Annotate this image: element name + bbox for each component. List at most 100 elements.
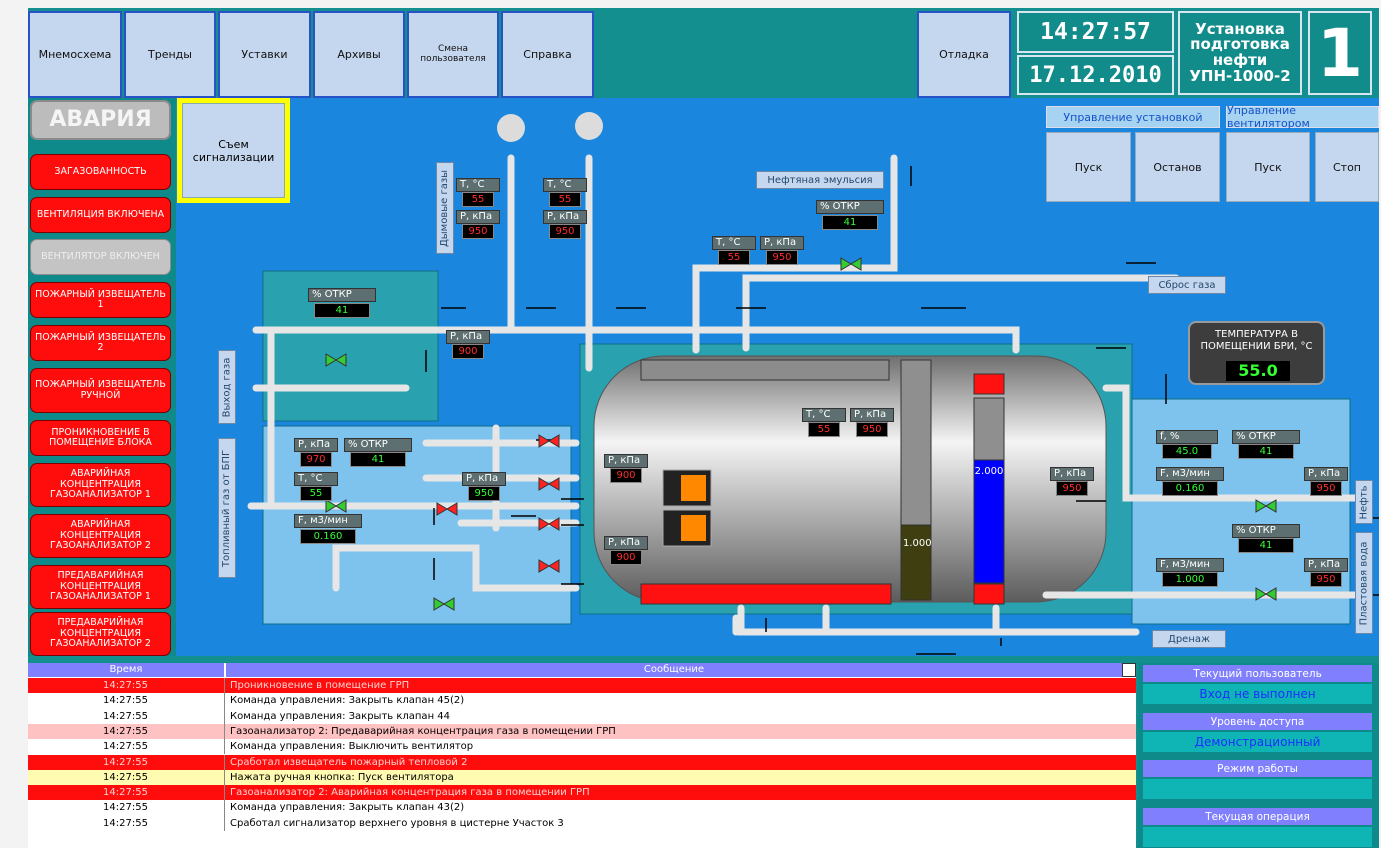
log-separator: [224, 815, 225, 831]
gas-release-label: Сброс газа: [1148, 276, 1226, 294]
station-number: 1: [1308, 11, 1372, 95]
t2-tag: Т, °С: [543, 178, 587, 192]
log-message: Сработал сигнализатор верхнего уровня в …: [230, 817, 564, 829]
p2-tag: Р, кПа: [543, 210, 587, 224]
log-time: 14:27:55: [103, 695, 148, 707]
log-time: 14:27:55: [103, 771, 148, 783]
p-mid-value: 950: [468, 486, 500, 501]
log-separator: [224, 785, 225, 801]
log-time: 14:27:55: [103, 817, 148, 829]
log-row: 14:27:55 Сработал сигнализатор верхнего у…: [28, 815, 1136, 831]
log-separator: [224, 769, 225, 786]
t1-value: 55: [462, 192, 494, 207]
log-message: Команда управления: Закрыть клапан 44: [230, 710, 451, 722]
t3-tag: Т, °С: [712, 236, 756, 250]
log-time: 14:27:55: [103, 680, 148, 691]
oil-emulsion-label: Нефтяная эмульсия: [756, 171, 884, 189]
t1-tag: Т, °С: [456, 178, 500, 192]
open-top-value: 41: [822, 215, 878, 230]
log-header-time: Время: [28, 663, 224, 677]
f-oil-value: 0.160: [1162, 481, 1218, 496]
log-message: Команда управления: Закрыть клапан 43(2): [230, 802, 465, 814]
f-fuel-value: 0.160: [300, 529, 356, 544]
open-oil-tag: % ОТКР: [1232, 430, 1300, 444]
p-gasout-value: 900: [452, 344, 484, 359]
nav-change-user-button[interactable]: Смена пользователя: [407, 11, 499, 98]
alarm-fire-detector-manual: ПОЖАРНЫЙ ИЗВЕЩАТЕЛЬ РУЧНОЙ: [30, 368, 171, 413]
gas-outlet-text: Выход газа: [221, 357, 233, 417]
plant-start-button[interactable]: Пуск: [1046, 132, 1131, 202]
alarm-sidebar: АВАРИЯ ЗАГАЗОВАННОСТЬ ВЕНТИЛЯЦИЯ ВКЛЮЧЕН…: [28, 98, 176, 656]
t3-value: 55: [718, 250, 750, 265]
water-label: Пластовая вода: [1355, 532, 1373, 634]
p-tank-value: 950: [856, 422, 888, 437]
p-burner1-tag: Р, кПа: [604, 454, 648, 468]
nav-mnemo-button[interactable]: Мнемосхема: [28, 11, 122, 98]
log-message: Газоанализатор 2: Аварийная концентрация…: [230, 787, 590, 799]
log-message: Газоанализатор 2: Предаварийная концентр…: [230, 725, 616, 737]
log-maximize-icon[interactable]: [1122, 663, 1136, 677]
alarm-fan-on: ВЕНТИЛЯТОР ВКЛЮЧЕН: [30, 239, 171, 275]
process-diagram: [247, 112, 1379, 655]
p-right-value: 950: [1056, 481, 1088, 496]
log-separator: [224, 723, 225, 740]
nav-setpoints-button[interactable]: Уставки: [218, 11, 311, 98]
operation-value: [1143, 827, 1372, 847]
alarm-pre-gas-analyzer-2: ПРЕДАВАРИЙНАЯ КОНЦЕНТРАЦИЯ ГАЗОАНАЛИЗАТО…: [30, 612, 171, 656]
log-message: Нажата ручная кнопка: Пуск вентилятора: [230, 771, 454, 783]
log-separator: [224, 739, 225, 755]
fan-stop-button[interactable]: Стоп: [1315, 132, 1379, 202]
alarm-gas-contamination: ЗАГАЗОВАННОСТЬ: [30, 154, 171, 190]
nav-debug-button[interactable]: Отладка: [917, 11, 1011, 98]
log-time: 14:27:55: [103, 710, 148, 722]
log-message: Проникновение в помещение ГРП: [230, 680, 410, 691]
log-time: 14:27:55: [103, 756, 148, 768]
operation-header: Текущая операция: [1143, 808, 1372, 825]
log-time: 14:27:55: [103, 741, 148, 753]
p-oil-value: 950: [1310, 481, 1342, 496]
open-gasout-tag: % ОТКР: [308, 288, 376, 302]
alarm-pre-gas-analyzer-1: ПРЕДАВАРИЙНАЯ КОНЦЕНТРАЦИЯ ГАЗОАНАЛИЗАТО…: [30, 565, 171, 609]
clock-time: 14:27:57: [1017, 11, 1174, 53]
alarm-gas-analyzer-1: АВАРИЙНАЯ КОНЦЕНТРАЦИЯ ГАЗОАНАЛИЗАТОР 1: [30, 463, 171, 507]
nav-archives-button[interactable]: Архивы: [313, 11, 405, 98]
plant-control-header: Управление установкой: [1046, 106, 1220, 128]
open-top-tag: % ОТКР: [816, 200, 884, 214]
current-user-value: Вход не выполнен: [1143, 684, 1372, 704]
p-water-tag: Р, кПа: [1304, 558, 1348, 572]
nav-help-button[interactable]: Справка: [501, 11, 594, 98]
p-water-value: 950: [1310, 572, 1342, 587]
f-water-tag: F, м3/мин: [1156, 558, 1224, 572]
nav-trends-button[interactable]: Тренды: [124, 11, 216, 98]
fan-start-button[interactable]: Пуск: [1226, 132, 1310, 202]
log-separator: [224, 693, 225, 709]
f-fuel-tag: F, м3/мин: [294, 514, 362, 528]
reset-alarms-button[interactable]: Съем сигнализации: [182, 103, 285, 198]
access-level-header: Уровень доступа: [1143, 713, 1372, 730]
scada-screen: Мнемосхема Тренды Уставки Архивы Смена п…: [28, 8, 1379, 848]
f-water-value: 1.000: [1162, 572, 1218, 587]
fuel-gas-label: Топливный газ от БПГ: [218, 438, 236, 578]
t-fuel-value: 55: [300, 486, 332, 501]
log-separator: [224, 708, 225, 724]
log-separator: [224, 800, 225, 816]
p-oil-tag: Р, кПа: [1304, 467, 1348, 481]
t-tank-value: 55: [808, 422, 840, 437]
open-water-value: 41: [1238, 538, 1294, 553]
p-gasout-tag: Р, кПа: [446, 330, 490, 344]
room-temp-title: ТЕМПЕРАТУРА В ПОМЕЩЕНИИ БРИ, °С: [1200, 329, 1313, 352]
plant-stop-button[interactable]: Останов: [1135, 132, 1220, 202]
log-separator: [224, 678, 225, 694]
p3-tag: Р, кПа: [760, 236, 804, 250]
fuel-gas-text: Топливный газ от БПГ: [221, 449, 233, 567]
p1-value: 950: [462, 224, 494, 239]
log-row: 14:27:55 Нажата ручная кнопка: Пуск венти…: [28, 769, 1136, 786]
oil-label: Нефть: [1355, 480, 1373, 524]
level1-value: 1.000: [903, 538, 932, 549]
station-title: Установка подготовка нефти УПН-1000-2: [1178, 11, 1302, 95]
flue-gas-label: Дымовые газы: [436, 162, 454, 254]
